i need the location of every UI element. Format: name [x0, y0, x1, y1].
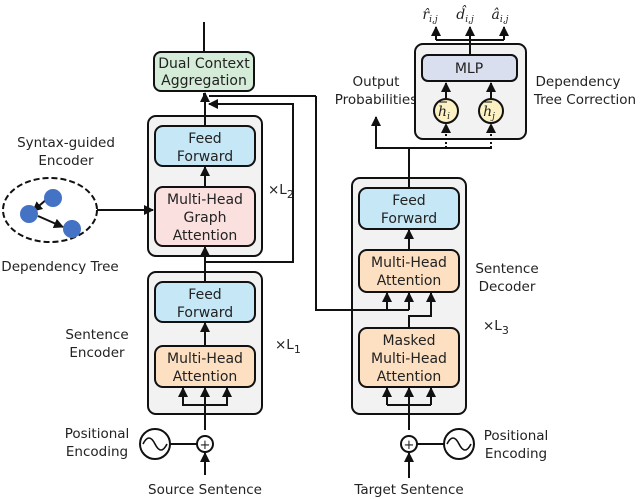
output-probabilities-line1: Output [353, 74, 400, 90]
graph-attn-line2: Graph [184, 210, 227, 226]
syntax-encoder-label-line2: Encoder [38, 153, 94, 169]
masked-attn-line2: Multi-Head [371, 351, 447, 367]
graph-attn-line1: Multi-Head [167, 192, 243, 208]
svg-text:+: + [200, 438, 211, 453]
dependency-tree-label: Dependency Tree [1, 259, 118, 275]
masked-attn-line1: Masked [382, 333, 435, 349]
tree-node-root [44, 189, 62, 207]
dec-ff-line2: Forward [381, 211, 437, 227]
target-positional-encoding: + [400, 428, 475, 478]
output-d-hat: d̂i,j [456, 4, 474, 25]
dual-context-aggregation-block: Dual Context Aggregation [153, 51, 255, 92]
target-positional-line2: Encoding [485, 446, 547, 462]
dec-attn-line2: Attention [377, 273, 442, 289]
syntax-encoder-label-line1: Syntax-guided [17, 135, 115, 151]
output-probabilities-line2: Probabilities [335, 92, 417, 108]
aggregation-to-decoder-line [315, 96, 409, 311]
syntax-ff-line1: Feed [188, 131, 221, 147]
syntax-ff-line2: Forward [177, 149, 233, 165]
dependency-tree-graph [2, 177, 98, 243]
source-positional-encoding: + [139, 428, 214, 475]
repeat-l1: ×L1 [275, 337, 301, 356]
aggregation-line1: Dual Context [158, 56, 250, 72]
enc-ff-line2: Forward [177, 305, 233, 321]
sentence-encoder-label-line2: Encoder [69, 345, 125, 361]
tree-correction-label-line1: Dependency [536, 74, 621, 90]
target-sentence-label: Target Sentence [353, 482, 463, 498]
svg-text:+: + [404, 438, 415, 453]
to-output-probabilities-arrow [371, 116, 409, 149]
aggregation-line2: Aggregation [161, 73, 247, 89]
enc-attn-line1: Multi-Head [167, 351, 243, 367]
source-positional-line1: Positional [65, 426, 130, 442]
source-positional-line2: Encoding [66, 444, 128, 460]
encoder-skip-to-aggregation [205, 99, 294, 263]
sentence-decoder-label-line1: Sentence [475, 261, 538, 277]
output-r-hat: r̂i,j [422, 7, 437, 25]
sentence-decoder: Feed Forward Multi-Head Attention Masked… [351, 177, 467, 430]
sentence-decoder-label-line2: Decoder [479, 279, 536, 295]
sentence-encoder: Feed Forward Multi-Head Attention [147, 271, 263, 430]
enc-attn-line2: Attention [173, 369, 238, 385]
dependency-tree-correction: MLP hi hj [414, 26, 527, 148]
tree-node-left [20, 205, 38, 223]
syntax-guided-encoder: Feed Forward Multi-Head Graph Attention [147, 92, 263, 257]
mlp-label: MLP [455, 61, 483, 77]
dec-ff-line1: Feed [392, 193, 425, 209]
tree-correction-label-line2: Tree Correction [533, 92, 636, 108]
svg-text:hi: hi [438, 104, 450, 122]
svg-text:hj: hj [483, 104, 495, 122]
repeat-l2: ×L2 [268, 182, 294, 201]
graph-attn-line3: Attention [173, 228, 238, 244]
tree-node-right [63, 220, 81, 238]
dec-attn-line1: Multi-Head [371, 255, 447, 271]
masked-attn-line3: Attention [377, 369, 442, 385]
sentence-encoder-label-line1: Sentence [65, 327, 128, 343]
source-sentence-label: Source Sentence [148, 482, 262, 498]
output-a-hat: âi,j [492, 7, 509, 25]
repeat-l3: ×L3 [483, 318, 509, 337]
enc-ff-line1: Feed [188, 287, 221, 303]
target-positional-line1: Positional [484, 428, 549, 444]
